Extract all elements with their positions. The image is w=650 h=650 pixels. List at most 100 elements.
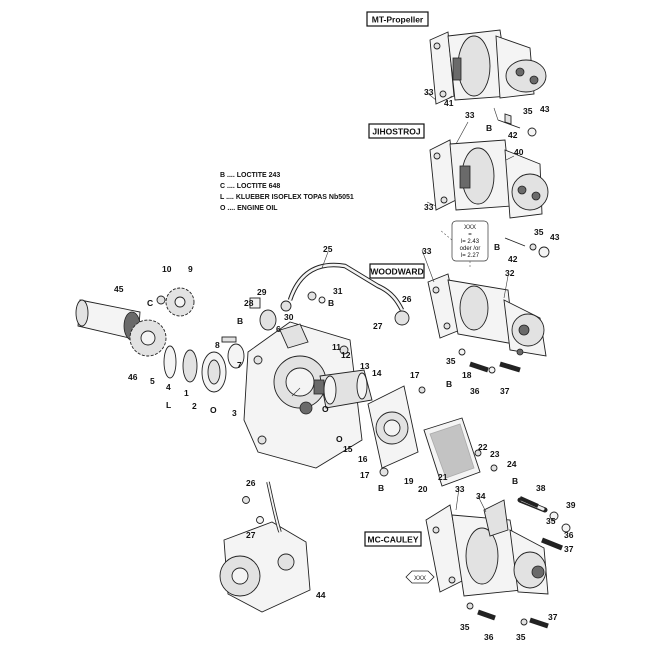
marker-b: B — [328, 298, 334, 308]
part-number-38: 38 — [536, 483, 546, 493]
part-number-42: 42 — [508, 130, 518, 140]
part-number-16: 16 — [358, 454, 368, 464]
marker-b: B — [378, 483, 384, 493]
part-number-33: 33 — [465, 110, 475, 120]
label-woodward-text: WOODWARD — [370, 267, 423, 277]
label-jihostroj-text: JIHOSTROJ — [372, 127, 420, 137]
part-number-35: 35 — [523, 106, 533, 116]
label-jihostroj: JIHOSTROJ — [368, 123, 425, 139]
part-number-9: 9 — [188, 264, 193, 274]
marker-o: O — [336, 434, 343, 444]
governor-jihostroj — [429, 139, 550, 258]
governor-mc-cauley — [425, 497, 571, 629]
part-number-26: 26 — [402, 294, 412, 304]
part-number-27: 27 — [373, 321, 383, 331]
sealant-markers: C B B L O O O B B B B B — [147, 123, 518, 493]
marker-c: C — [147, 298, 153, 308]
part-number-11: 11 — [332, 342, 341, 352]
part-number-4: 4 — [166, 382, 171, 392]
oil-pipe — [280, 262, 410, 326]
label-mt-propeller-text: MT-Propeller — [372, 15, 424, 25]
part-number-32: 32 — [505, 268, 515, 278]
part-number-13: 13 — [360, 361, 370, 371]
label-mt-propeller: MT-Propeller — [366, 11, 429, 27]
note-line-5: l= 2.27 — [461, 253, 480, 259]
marker-o: O — [210, 405, 217, 415]
marker-b: B — [446, 379, 452, 389]
part-number-19: 19 — [404, 476, 414, 486]
part-number-2: 2 — [192, 401, 197, 411]
marker-o: O — [322, 404, 329, 414]
part-number-36: 36 — [564, 530, 574, 540]
part-number-8: 8 — [215, 340, 220, 350]
part-number-45: 45 — [114, 284, 124, 294]
shaft-assembly — [313, 369, 373, 409]
part-number-18: 18 — [462, 370, 472, 380]
part-number-6: 6 — [276, 324, 281, 334]
part-number-42: 42 — [508, 254, 518, 264]
legend: B .... LOCTITE 243 C .... LOCTITE 648 L … — [220, 172, 354, 212]
part-number-23: 23 — [490, 449, 500, 459]
part-number-39: 39 — [566, 500, 576, 510]
part-number-33: 33 — [424, 87, 434, 97]
part-number-36: 36 — [470, 386, 480, 396]
legend-line-o: O .... ENGINE OIL — [220, 205, 278, 212]
note-line-2: = — [468, 232, 472, 238]
xxx-tag: XXX — [405, 570, 435, 584]
gear-9 — [165, 287, 195, 317]
note-line-4: oder /or — [460, 246, 481, 252]
part-number-15: 15 — [343, 444, 353, 454]
part-number-7: 7 — [237, 360, 242, 370]
part-number-17: 17 — [360, 470, 370, 480]
part-number-31: 31 — [333, 286, 343, 296]
marker-b: B — [512, 476, 518, 486]
hardware-bits — [156, 291, 539, 508]
part-number-40: 40 — [514, 147, 524, 157]
legend-line-l: L .... KLUEBER ISOFLEX TOPAS Nb5051 — [220, 194, 354, 201]
marker-b: B — [486, 123, 492, 133]
adapter-flange — [367, 385, 419, 469]
note-line-3: l= 2.43 — [461, 239, 480, 245]
part-number-34: 34 — [476, 491, 486, 501]
part-number-24: 24 — [507, 459, 517, 469]
part-number-33: 33 — [424, 202, 434, 212]
leader-lines — [291, 91, 515, 513]
part-number-20: 20 — [418, 484, 428, 494]
part-number-29: 29 — [257, 287, 267, 297]
note-line-1: XXX — [464, 225, 476, 231]
part-number-22: 22 — [478, 442, 488, 452]
part-number-37: 37 — [564, 544, 574, 554]
legend-line-c: C .... LOCTITE 648 — [220, 183, 280, 190]
bearing-set — [163, 297, 277, 393]
part-number-35: 35 — [516, 632, 526, 642]
part-number-44: 44 — [316, 590, 326, 600]
part-number-37: 37 — [500, 386, 510, 396]
part-number-46: 46 — [128, 372, 138, 382]
marker-b: B — [494, 242, 500, 252]
part-number-41: 41 — [444, 98, 454, 108]
part-number-43: 43 — [540, 104, 550, 114]
accessory-drive-44 — [219, 481, 311, 613]
part-number-14: 14 — [372, 368, 382, 378]
marker-b: B — [237, 316, 243, 326]
part-number-36: 36 — [484, 632, 494, 642]
label-woodward: WOODWARD — [369, 263, 425, 279]
part-number-33: 33 — [455, 484, 465, 494]
part-number-33: 33 — [422, 246, 432, 256]
xxx-tag-text: XXX — [414, 576, 426, 582]
governor-woodward — [427, 273, 547, 357]
part-number-35: 35 — [446, 356, 456, 366]
part-number-30: 30 — [284, 312, 294, 322]
part-number-12: 12 — [341, 350, 351, 360]
part-number-1: 1 — [184, 388, 189, 398]
part-number-35: 35 — [534, 227, 544, 237]
label-mc-cauley-text: MC-CAULEY — [368, 535, 419, 545]
part-number-5: 5 — [150, 376, 155, 386]
gearbox-housing — [243, 321, 363, 469]
part-number-26: 26 — [246, 478, 256, 488]
part-number-27: 27 — [246, 530, 256, 540]
label-mc-cauley: MC-CAULEY — [364, 531, 422, 547]
part-number-28: 28 — [244, 298, 254, 308]
